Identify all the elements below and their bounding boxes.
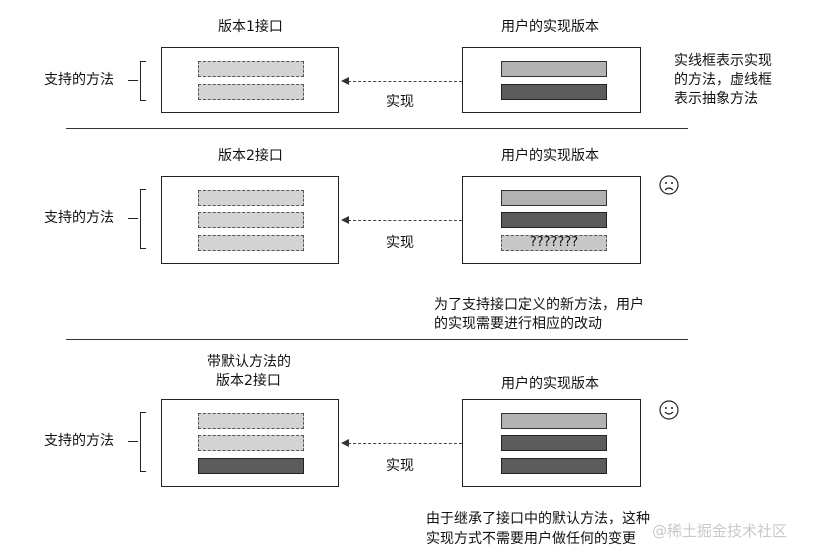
- interface-title: 带默认方法的: [207, 354, 291, 370]
- default-note-line: 由于继承了接口中的默认方法，这种: [426, 511, 650, 527]
- unknown-method-bar: ???????: [501, 235, 607, 251]
- abstract-method-bar: [198, 61, 304, 77]
- default-note-line: 实现方式不需要用户做任何的变更: [426, 531, 636, 547]
- legend-note-line: 表示抽象方法: [674, 91, 758, 107]
- concrete-method-bar: [501, 413, 607, 429]
- divider: [66, 339, 688, 340]
- implements-label: 实现: [386, 235, 414, 251]
- divider: [66, 128, 688, 129]
- methods-label: 支持的方法: [44, 72, 114, 88]
- impl-title: 用户的实现版本: [501, 19, 599, 35]
- sad-face-icon: [659, 175, 679, 195]
- concrete-method-bar: [501, 435, 607, 451]
- implements-label: 实现: [386, 94, 414, 110]
- implements-arrow: [348, 443, 462, 444]
- bracket-tick: [128, 441, 138, 442]
- methods-label: 支持的方法: [44, 210, 114, 226]
- interface-box: [161, 399, 339, 487]
- abstract-method-bar: [198, 212, 304, 228]
- arrow-head: [341, 77, 349, 85]
- arrow-head: [341, 439, 349, 447]
- default-method-bar: [198, 458, 304, 474]
- implements-arrow: [348, 81, 462, 82]
- implementation-box: [462, 47, 641, 113]
- concrete-method-bar: [501, 84, 607, 100]
- bracket-tick: [128, 80, 138, 81]
- interface-box: [161, 176, 339, 264]
- watermark: @稀土掘金技术社区: [652, 522, 788, 540]
- abstract-method-bar: [198, 84, 304, 100]
- abstract-method-bar: [198, 413, 304, 429]
- implementation-box: ???????: [462, 176, 641, 264]
- concrete-method-bar: [501, 61, 607, 77]
- legend-note-line: 的方法，虚线框: [674, 72, 772, 88]
- change-note-line: 的实现需要进行相应的改动: [434, 316, 602, 332]
- methods-bracket: [140, 189, 146, 249]
- arrow-head: [341, 216, 349, 224]
- methods-bracket: [140, 61, 146, 101]
- interface-title: 版本2接口: [216, 373, 281, 389]
- interface-box: [161, 47, 339, 113]
- smiley-face-icon: [659, 400, 679, 420]
- bracket-tick: [128, 218, 138, 219]
- inherited-method-bar: [501, 458, 607, 474]
- methods-bracket: [140, 412, 146, 472]
- abstract-method-bar: [198, 190, 304, 206]
- methods-label: 支持的方法: [44, 433, 114, 449]
- change-note-line: 为了支持接口定义的新方法，用户: [434, 297, 644, 313]
- concrete-method-bar: [501, 190, 607, 206]
- impl-title: 用户的实现版本: [501, 376, 599, 392]
- interface-title: 版本1接口: [218, 19, 283, 35]
- concrete-method-bar: [501, 212, 607, 228]
- abstract-method-bar: [198, 235, 304, 251]
- interface-title: 版本2接口: [218, 148, 283, 164]
- implements-arrow: [348, 220, 462, 221]
- abstract-method-bar: [198, 435, 304, 451]
- impl-title: 用户的实现版本: [501, 148, 599, 164]
- implements-label: 实现: [386, 458, 414, 474]
- implementation-box: [462, 399, 641, 487]
- legend-note-line: 实线框表示实现: [674, 53, 772, 69]
